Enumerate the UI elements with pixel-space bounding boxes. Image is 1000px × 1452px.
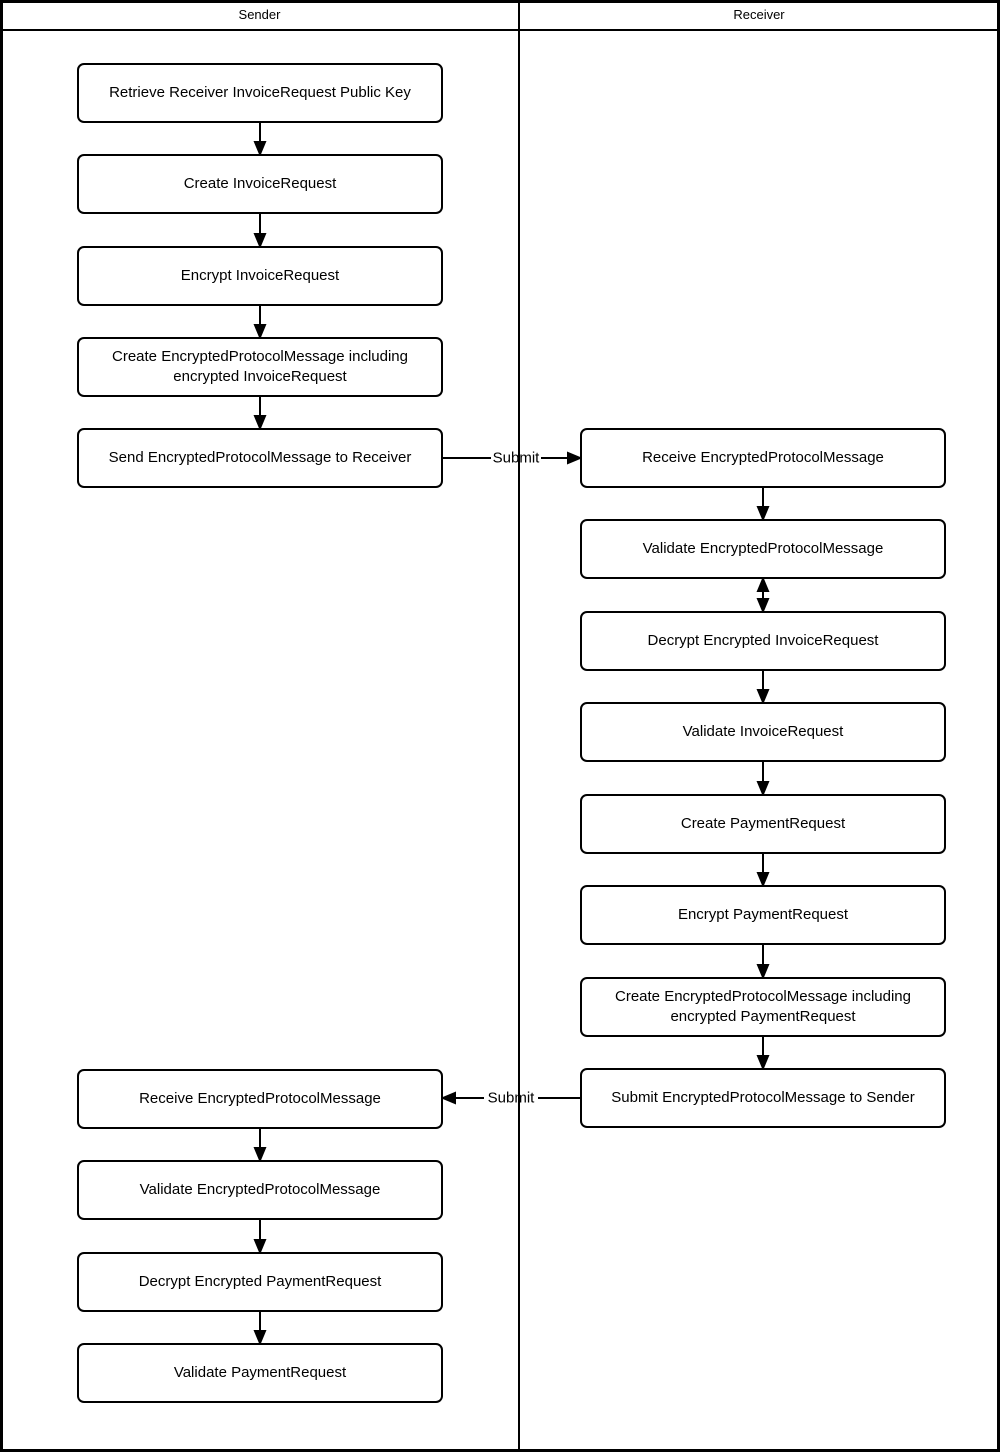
arrow-down [756, 598, 770, 614]
submit-label-to-receiver: Submit [492, 449, 540, 467]
step-retrieve-public-key: Retrieve Receiver InvoiceRequest Public … [77, 63, 443, 123]
step-sender-receive-epm: Receive EncryptedProtocolMessage [77, 1069, 443, 1129]
arrow-down [756, 1055, 770, 1071]
step-create-epm-paymentrequest: Create EncryptedProtocolMessage includin… [580, 977, 946, 1037]
step-submit-epm-to-sender: Submit EncryptedProtocolMessage to Sende… [580, 1068, 946, 1128]
step-sender-validate-epm: Validate EncryptedProtocolMessage [77, 1160, 443, 1220]
step-validate-invoicerequest: Validate InvoiceRequest [580, 702, 946, 762]
arrow-left [440, 1091, 456, 1105]
arrow-down [253, 415, 267, 431]
arrow-down [756, 689, 770, 705]
step-encrypt-paymentrequest: Encrypt PaymentRequest [580, 885, 946, 945]
step-encrypt-invoicerequest: Encrypt InvoiceRequest [77, 246, 443, 306]
lane-title-sender: Sender [238, 7, 281, 22]
arrow-down [756, 506, 770, 522]
step-decrypt-invoicerequest: Decrypt Encrypted InvoiceRequest [580, 611, 946, 671]
arrow-down [756, 872, 770, 888]
arrow-down [756, 964, 770, 980]
lane-divider [518, 0, 520, 1452]
arrow-up [756, 576, 770, 592]
arrow-down [253, 1147, 267, 1163]
header-separator [0, 29, 1000, 31]
step-decrypt-paymentrequest: Decrypt Encrypted PaymentRequest [77, 1252, 443, 1312]
arrow-down [253, 233, 267, 249]
arrow-down [253, 141, 267, 157]
lane-title-receiver: Receiver [733, 7, 785, 22]
step-receiver-receive-epm: Receive EncryptedProtocolMessage [580, 428, 946, 488]
step-receiver-validate-epm: Validate EncryptedProtocolMessage [580, 519, 946, 579]
step-create-paymentrequest: Create PaymentRequest [580, 794, 946, 854]
arrow-down [253, 324, 267, 340]
arrow-down [756, 781, 770, 797]
arrow-down [253, 1330, 267, 1346]
step-send-epm-to-receiver: Send EncryptedProtocolMessage to Receive… [77, 428, 443, 488]
step-create-epm-invoicerequest: Create EncryptedProtocolMessage includin… [77, 337, 443, 397]
submit-label-to-sender: Submit [487, 1089, 535, 1107]
step-validate-paymentrequest: Validate PaymentRequest [77, 1343, 443, 1403]
arrow-right [567, 451, 583, 465]
step-create-invoicerequest: Create InvoiceRequest [77, 154, 443, 214]
arrow-down [253, 1239, 267, 1255]
